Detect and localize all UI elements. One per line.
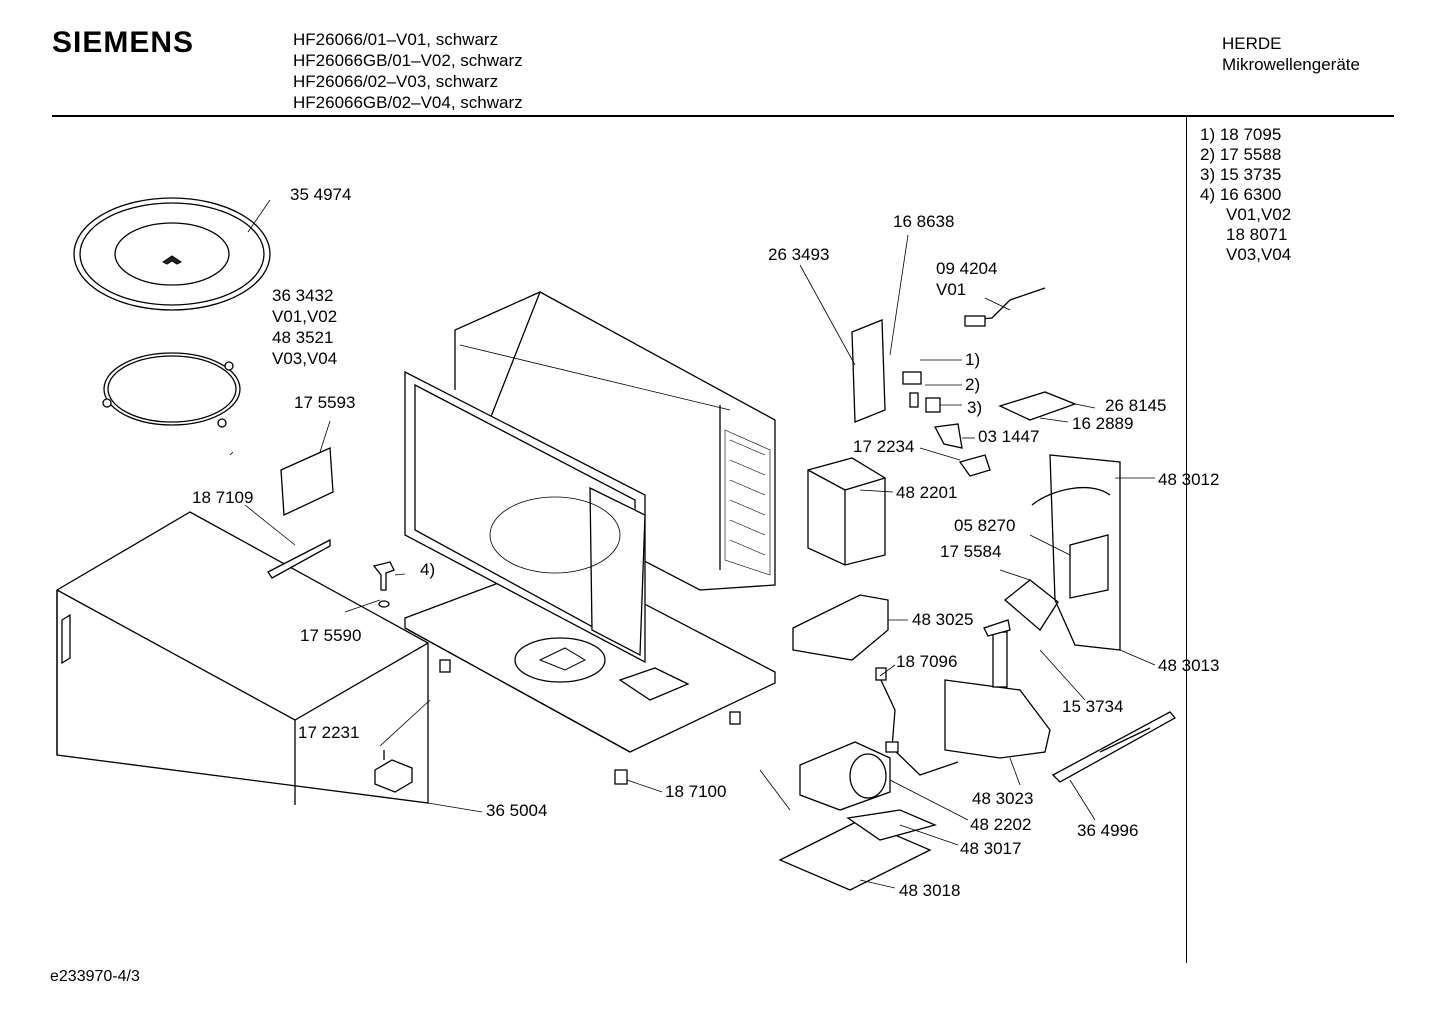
label-482202: 48 2202 xyxy=(970,815,1031,834)
label-483012: 48 3012 xyxy=(1158,470,1219,489)
label-callout-3: 3) xyxy=(967,398,982,417)
label-callout-1: 1) xyxy=(965,350,980,369)
note-5: V01,V02 xyxy=(1226,205,1292,224)
bracket-187109 xyxy=(267,538,331,579)
note-1: 1) 18 7095 xyxy=(1200,125,1282,144)
fuse-holder xyxy=(998,391,1077,421)
label-153734: 15 3734 xyxy=(1062,697,1123,716)
label-168638: 16 8638 xyxy=(893,212,954,231)
label-175590: 17 5590 xyxy=(300,626,361,645)
label-364996: 36 4996 xyxy=(1077,821,1138,840)
label-482201: 48 2201 xyxy=(896,483,957,502)
switch-bracket xyxy=(851,319,963,449)
pcb-tray xyxy=(778,809,937,891)
base-plate xyxy=(404,559,776,785)
label-094204: 09 4204 xyxy=(936,259,997,278)
label-187109: 18 7109 xyxy=(192,488,253,507)
label-483023: 48 3023 xyxy=(972,789,1033,808)
leader-lines xyxy=(244,199,1156,889)
label-483018: 48 3018 xyxy=(899,881,960,900)
drawing-number: e233970-4/3 xyxy=(50,968,140,985)
label-031447: 03 1447 xyxy=(978,427,1039,446)
header-divider xyxy=(52,115,1394,117)
label-175593: 17 5593 xyxy=(294,393,355,412)
label-483025: 48 3025 xyxy=(912,610,973,629)
label-058270: 05 8270 xyxy=(954,516,1015,535)
label-v0304-a: V03,V04 xyxy=(272,349,337,368)
label-268145: 26 8145 xyxy=(1105,396,1166,415)
label-187096: 18 7096 xyxy=(896,652,957,671)
turntable-plate xyxy=(73,197,271,311)
label-callout-2: 2) xyxy=(965,375,980,394)
turntable-motor xyxy=(374,750,413,793)
label-172231: 17 2231 xyxy=(298,723,359,742)
fan-duct xyxy=(1003,454,1121,651)
cover-plate xyxy=(229,447,334,516)
label-483017: 48 3017 xyxy=(960,839,1021,858)
note-2: 2) 17 5588 xyxy=(1200,145,1282,164)
lamp-assembly xyxy=(944,619,1051,759)
label-363432: 36 3432 xyxy=(272,286,333,305)
model-line-1: HF26066/01–V01, schwarz xyxy=(293,30,499,49)
power-cord xyxy=(964,287,1046,327)
label-callout-4: 4) xyxy=(420,560,435,579)
screw xyxy=(372,561,395,608)
outer-case xyxy=(56,511,429,805)
label-263493: 26 3493 xyxy=(768,245,829,264)
label-354974: 35 4974 xyxy=(290,185,351,204)
model-line-4: HF26066GB/02–V04, schwarz xyxy=(293,93,523,112)
model-line-2: HF26066GB/01–V02, schwarz xyxy=(293,51,523,70)
note-4: 4) 16 6300 xyxy=(1200,185,1282,204)
label-v0102-a: V01,V02 xyxy=(272,307,337,326)
label-483013: 48 3013 xyxy=(1158,656,1219,675)
label-187100: 18 7100 xyxy=(665,782,726,801)
label-162889: 16 2889 xyxy=(1072,414,1133,433)
label-172234: 17 2234 xyxy=(853,437,914,456)
label-365004: 36 5004 xyxy=(486,801,547,820)
note-7: V03,V04 xyxy=(1226,245,1292,264)
note-3: 3) 15 3735 xyxy=(1200,165,1282,184)
label-483521: 48 3521 xyxy=(272,328,333,347)
roller-ring xyxy=(102,352,241,428)
hv-transformer xyxy=(799,741,891,811)
air-guide xyxy=(792,594,889,661)
wire-harness xyxy=(875,667,959,776)
oven-door xyxy=(404,370,646,664)
mounting-rail xyxy=(1051,711,1177,783)
subcategory-label: Mikrowellengeräte xyxy=(1222,55,1360,74)
magnetron xyxy=(807,454,991,566)
model-line-3: HF26066/02–V03, schwarz xyxy=(293,72,499,91)
brand-logo: SIEMENS xyxy=(52,26,195,59)
label-v01: V01 xyxy=(936,280,966,299)
note-6: 18 8071 xyxy=(1226,225,1288,244)
notes-divider xyxy=(1186,117,1187,963)
category-label: HERDE xyxy=(1222,34,1282,53)
label-175584: 17 5584 xyxy=(940,542,1001,561)
